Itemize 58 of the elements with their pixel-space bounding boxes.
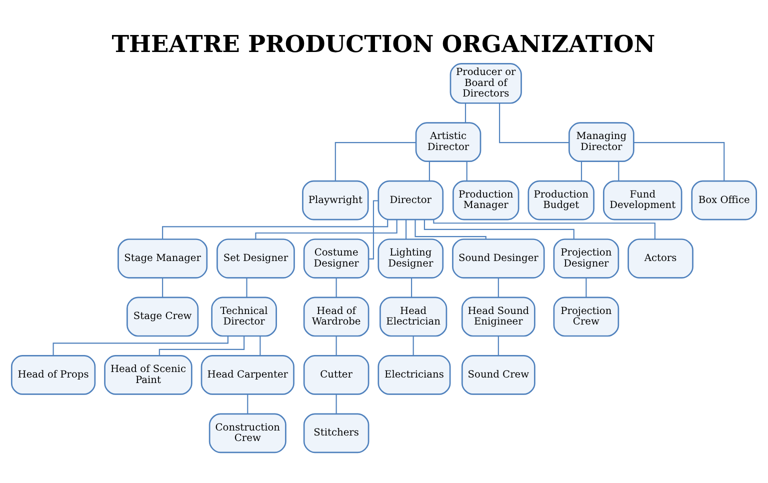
node-box: Construction Crew bbox=[208, 413, 286, 454]
node-box: Lighting Designer bbox=[378, 238, 444, 278]
connector bbox=[162, 278, 164, 298]
node-box: Stage Manager bbox=[118, 238, 208, 278]
node-box: Box Office bbox=[691, 180, 758, 220]
node-box: Playwright bbox=[302, 180, 369, 220]
connector bbox=[433, 220, 656, 240]
connector bbox=[499, 103, 569, 144]
connector bbox=[580, 161, 582, 181]
node-box: Projection Crew bbox=[553, 296, 620, 337]
node-box: Head of Scenic Paint bbox=[104, 355, 192, 395]
node-box: Production Manager bbox=[452, 180, 520, 220]
node-box: Production Budget bbox=[528, 180, 594, 220]
connector bbox=[411, 278, 412, 298]
node-box: Projection Designer bbox=[553, 238, 620, 278]
node-box: Sound Desinger bbox=[452, 238, 545, 278]
node-box: Stitchers bbox=[303, 413, 370, 454]
connector bbox=[618, 161, 620, 181]
connector bbox=[336, 278, 337, 298]
connector bbox=[464, 103, 466, 123]
connector bbox=[260, 336, 261, 356]
connector bbox=[336, 336, 337, 356]
connector bbox=[334, 142, 416, 181]
node-box: Managing Director bbox=[568, 122, 634, 162]
node-box: Actors bbox=[628, 238, 694, 278]
node-box: Stage Crew bbox=[126, 296, 199, 337]
connector bbox=[406, 220, 407, 240]
node-box: Head of Props bbox=[10, 355, 96, 395]
connector bbox=[247, 394, 248, 414]
connector bbox=[498, 336, 499, 356]
node-box: Set Designer bbox=[216, 238, 295, 278]
node-box: Technical Director bbox=[211, 296, 277, 337]
connector bbox=[158, 336, 245, 356]
connector bbox=[428, 161, 430, 181]
connector bbox=[634, 142, 725, 181]
node-box: Head Sound Enigineer bbox=[461, 296, 536, 337]
connector bbox=[336, 394, 337, 414]
node-box: Electricians bbox=[378, 355, 451, 395]
node-box: Head of Wardrobe bbox=[303, 296, 370, 337]
connector bbox=[466, 161, 468, 181]
node-box: Artistic Director bbox=[415, 122, 482, 162]
connector bbox=[368, 200, 378, 260]
node-box: Director bbox=[378, 180, 444, 220]
node-box: Cutter bbox=[303, 355, 370, 395]
node-box: Producer or Board of Directors bbox=[450, 63, 522, 104]
connector bbox=[586, 278, 587, 298]
node-box: Head Electrician bbox=[380, 296, 448, 337]
node-box: Costume Designer bbox=[303, 238, 370, 278]
node-box: Head Carpenter bbox=[200, 355, 294, 395]
connector bbox=[414, 220, 486, 239]
connector bbox=[255, 220, 398, 240]
node-box: Fund Development bbox=[602, 180, 682, 220]
diagram-title: THEATRE PRODUCTION ORGANIZATION bbox=[112, 30, 656, 58]
connector bbox=[412, 336, 414, 356]
connector bbox=[498, 278, 499, 298]
connector bbox=[424, 220, 574, 239]
node-box: Sound Crew bbox=[461, 355, 536, 395]
connector bbox=[246, 278, 248, 298]
